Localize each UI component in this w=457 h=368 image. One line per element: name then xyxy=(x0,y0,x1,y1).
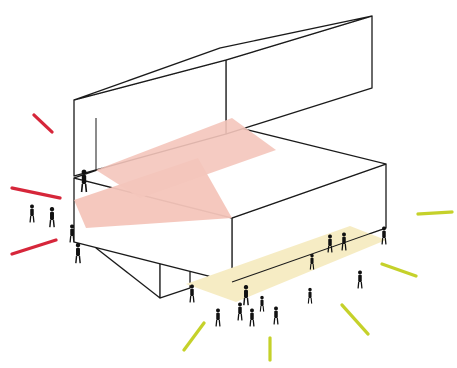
red-ray-1 xyxy=(32,113,54,134)
person-figure xyxy=(189,284,195,303)
person-figure xyxy=(29,204,35,223)
red-ray-2 xyxy=(10,186,62,200)
green-ray-4 xyxy=(182,321,206,352)
person-figure xyxy=(309,253,315,270)
person-figure xyxy=(357,270,363,289)
yellow-activity-zone xyxy=(186,226,386,302)
person-figure xyxy=(49,207,55,228)
green-ray-2 xyxy=(380,262,418,278)
person-figure xyxy=(75,243,81,264)
people-silhouettes xyxy=(29,169,387,327)
person-figure xyxy=(215,308,221,327)
person-figure xyxy=(307,287,313,304)
person-figure xyxy=(243,285,249,306)
green-rays-right xyxy=(182,210,454,362)
top-slab-top xyxy=(73,15,373,101)
person-figure xyxy=(69,224,75,243)
person-figure xyxy=(237,302,243,321)
yellow-zone-edge xyxy=(231,227,387,283)
person-figure xyxy=(249,308,255,327)
person-figure xyxy=(273,306,279,325)
pink-zone-upper xyxy=(96,118,276,198)
green-ray-3 xyxy=(340,303,370,336)
green-ray-1 xyxy=(416,210,454,216)
top-slab xyxy=(73,15,373,198)
red-rays-left xyxy=(10,113,62,256)
person-figure xyxy=(259,295,265,312)
person-figure xyxy=(341,232,347,251)
person-figure xyxy=(80,169,88,193)
person-figure xyxy=(327,234,333,253)
red-ray-3 xyxy=(10,238,58,256)
person-figure xyxy=(381,226,387,245)
